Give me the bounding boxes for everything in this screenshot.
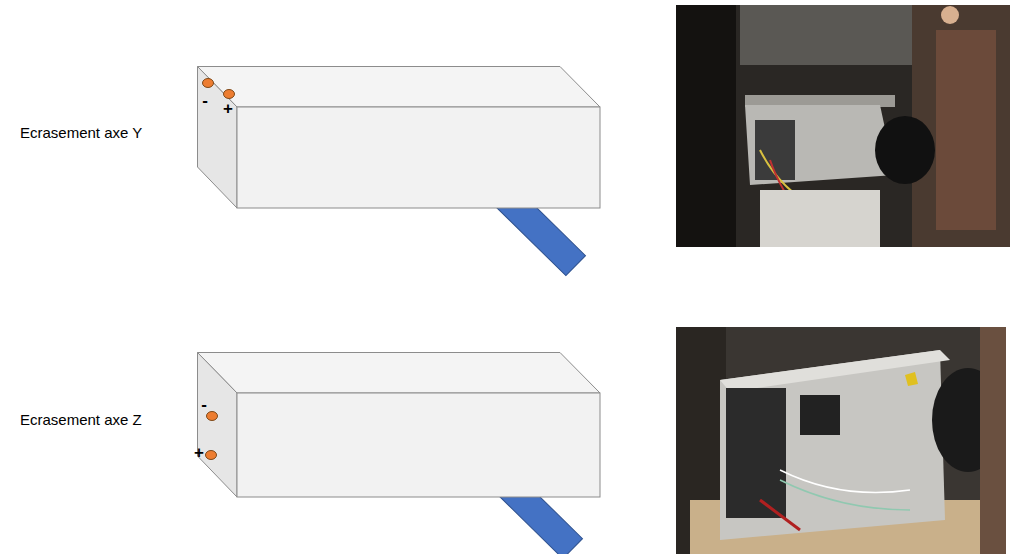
test-photo — [676, 5, 1010, 247]
polarity-sign: - — [202, 92, 208, 109]
battery-module: -+ — [197, 352, 601, 498]
terminal — [206, 451, 217, 460]
prism-outline — [197, 352, 601, 498]
terminal — [207, 412, 218, 421]
terminal — [224, 90, 235, 99]
polarity-sign: + — [223, 100, 233, 117]
terminal — [203, 79, 214, 88]
axis-label: Ecrasement axe Z — [20, 411, 142, 428]
battery-module: -+ — [197, 66, 601, 209]
prism-outline — [197, 66, 601, 209]
test-photo — [676, 327, 1006, 554]
polarity-sign: + — [194, 444, 204, 461]
polarity-sign: - — [201, 396, 207, 413]
axis-label: Ecrasement axe Y — [20, 124, 142, 141]
